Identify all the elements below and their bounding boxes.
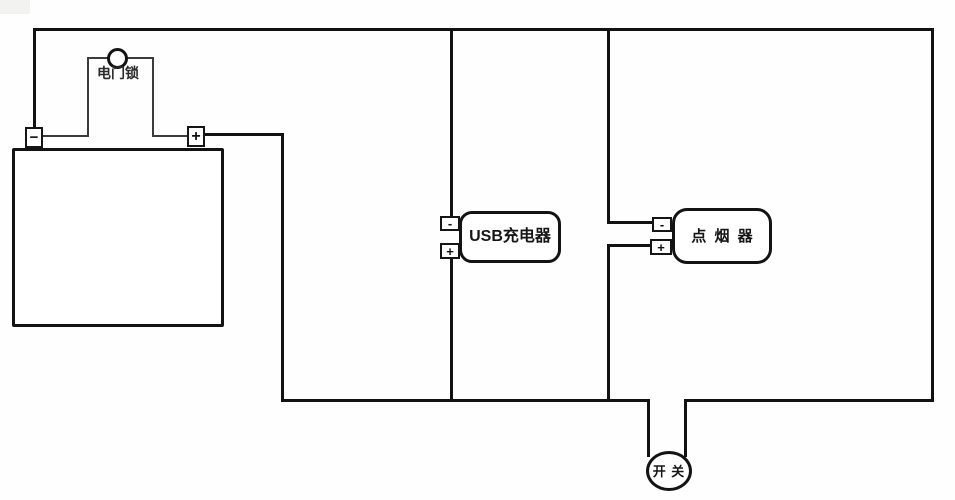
usb-charger-minus-label: - (447, 216, 453, 231)
wire-usb-plus-vertical (450, 256, 453, 402)
usb-charger-label: USB充电器 (469, 228, 551, 245)
wire-left-vertical (33, 28, 36, 129)
wire-bottom-right (685, 399, 934, 402)
wire-lock-right-horizontal (152, 135, 189, 137)
battery-minus-label: − (29, 129, 39, 146)
battery-minus-terminal: − (25, 127, 43, 148)
lighter-minus-label: - (659, 217, 665, 232)
wire-lighter-minus-vertical (607, 28, 610, 224)
lighter-plus-terminal: + (650, 239, 672, 255)
wire-battery-plus-vertical (281, 133, 284, 402)
wire-battery-plus-horizontal (204, 133, 284, 136)
wire-lock-left-vertical (87, 57, 89, 137)
usb-charger-box: USB充电器 (459, 211, 561, 263)
cigarette-lighter-label: 点 烟 器 (691, 227, 755, 245)
battery-plus-terminal: + (187, 126, 205, 147)
wire-usb-minus-vertical (450, 28, 453, 219)
battery-plus-label: + (191, 127, 201, 145)
wire-lighter-minus-horizontal (607, 221, 653, 224)
cigarette-lighter-box: 点 烟 器 (672, 208, 772, 264)
wire-bottom-left (281, 399, 650, 402)
wire-lighter-plus-vertical (607, 244, 610, 402)
corner-artifact (0, 0, 30, 14)
lighter-plus-label: + (657, 239, 665, 255)
wire-top (33, 28, 934, 31)
wire-right-vertical (931, 28, 934, 402)
wire-switch-right-vertical (684, 399, 687, 457)
usb-charger-plus-terminal: + (440, 243, 460, 259)
wire-lighter-plus-horizontal (608, 244, 652, 247)
usb-charger-plus-label: + (446, 243, 454, 259)
battery-body (12, 148, 224, 327)
power-switch-circle: 开 关 (646, 451, 692, 491)
wire-lock-left-horizontal (43, 135, 89, 137)
ignition-lock-circle (107, 48, 128, 69)
usb-charger-minus-terminal: - (440, 216, 460, 231)
power-switch-label: 开 关 (652, 463, 686, 479)
ignition-lock-label: 电门锁 (97, 65, 139, 81)
wire-switch-left-vertical (647, 399, 650, 457)
wire-lock-right-vertical (152, 57, 154, 137)
lighter-minus-terminal: - (652, 217, 672, 232)
